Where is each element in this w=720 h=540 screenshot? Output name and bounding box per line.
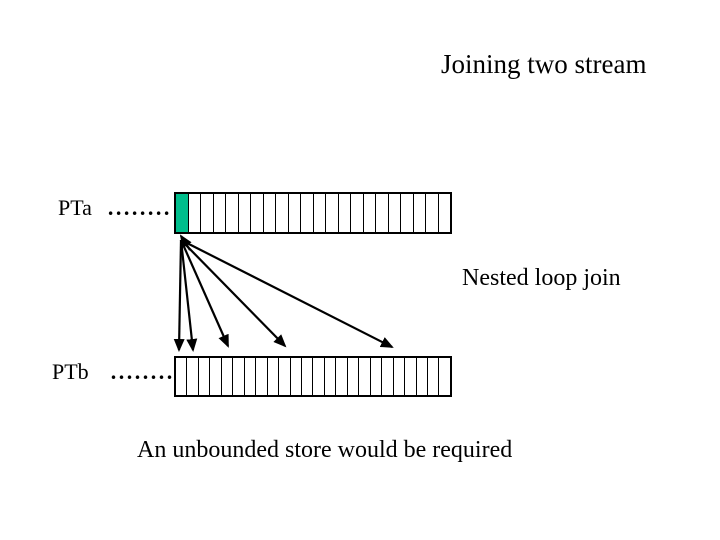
tuple-cell (256, 358, 268, 395)
join-arrow (179, 234, 192, 251)
tuple-cell (376, 194, 389, 232)
tuple-cell (326, 194, 339, 232)
tuple-cell (176, 358, 188, 395)
nested-loop-join-label: Nested loop join (462, 265, 621, 291)
tuple-cell (226, 194, 239, 232)
pta-stream-bar (174, 192, 452, 234)
tuple-cell (389, 194, 401, 232)
tuple-cell (336, 358, 348, 395)
slide-title: Joining two stream (441, 49, 647, 79)
tuple-cell (439, 358, 449, 395)
pta-label: PTa (58, 195, 92, 220)
tuple-cell (414, 194, 426, 232)
tuple-cell (264, 194, 276, 232)
tuple-cell (291, 358, 302, 395)
tuple-cell (245, 358, 257, 395)
tuple-cell (201, 194, 214, 232)
tuple-cell (276, 194, 289, 232)
tuple-cell (364, 194, 376, 232)
pta-label-row: PTa........ (58, 195, 172, 220)
tuple-cell (268, 358, 280, 395)
current-tuple-cell (176, 194, 189, 232)
ptb-stream-bar (174, 356, 452, 397)
ptb-label: PTb (52, 359, 89, 384)
join-arrow (173, 239, 185, 352)
unbounded-store-caption: An unbounded store would be required (137, 437, 513, 463)
tuple-cell (233, 358, 245, 395)
tuple-cell (214, 194, 226, 232)
join-arrow (180, 239, 287, 348)
tuple-cell (239, 194, 251, 232)
tuple-cell (439, 194, 451, 232)
tuple-cell (302, 358, 314, 395)
tuple-cell (187, 358, 199, 395)
tuple-cell (351, 194, 364, 232)
tuple-cell (401, 194, 414, 232)
join-arrow (179, 239, 198, 352)
tuple-cell (394, 358, 406, 395)
tuple-cell (222, 358, 234, 395)
join-arrow (179, 239, 230, 348)
tuple-cell (371, 358, 383, 395)
tuple-cell (314, 194, 326, 232)
tuple-cell (417, 358, 428, 395)
join-arrow (180, 239, 394, 348)
tuple-cell (189, 194, 201, 232)
tuple-cell (428, 358, 440, 395)
tuple-cell (251, 194, 264, 232)
tuple-cell (382, 358, 394, 395)
ptb-label-row: PTb........ (52, 359, 175, 384)
tuple-cell (313, 358, 325, 395)
tuple-cell (325, 358, 337, 395)
ptb-dots: ........ (110, 359, 175, 384)
tuple-cell (405, 358, 417, 395)
tuple-cell (301, 194, 314, 232)
tuple-cell (199, 358, 211, 395)
tuple-cell (359, 358, 371, 395)
pta-dots: ........ (107, 195, 172, 220)
tuple-cell (426, 194, 439, 232)
tuple-cell (279, 358, 291, 395)
tuple-cell (348, 358, 360, 395)
tuple-cell (339, 194, 351, 232)
tuple-cell (289, 194, 301, 232)
tuple-cell (210, 358, 222, 395)
